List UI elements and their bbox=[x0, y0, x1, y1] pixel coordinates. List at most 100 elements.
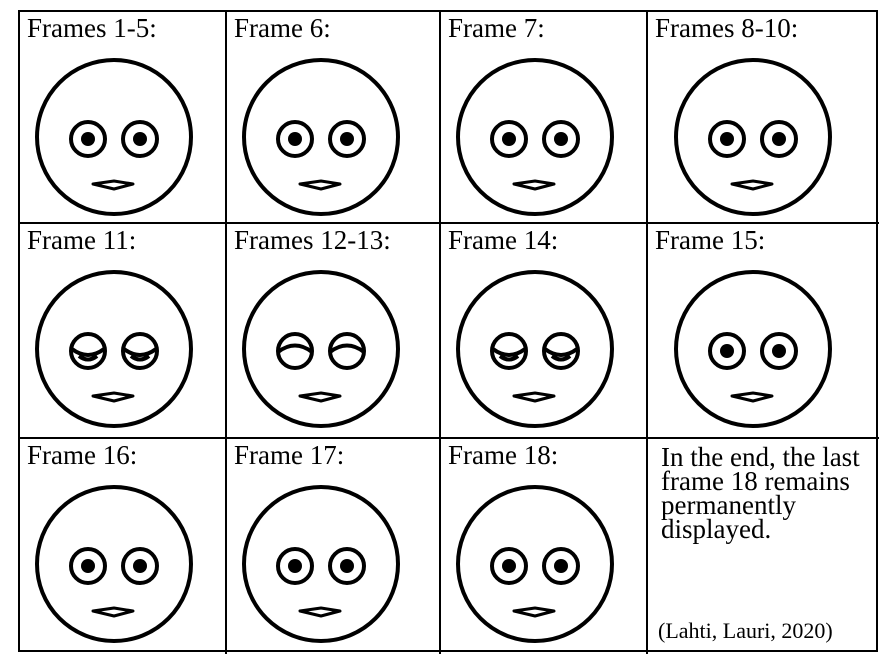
left-eye-icon bbox=[490, 547, 528, 585]
note-cell: In the end, the last frame 18 remains pe… bbox=[648, 439, 879, 654]
mouth bbox=[512, 179, 556, 191]
eyelid bbox=[543, 347, 579, 357]
left-eye-icon bbox=[708, 120, 746, 158]
pupil bbox=[720, 344, 734, 358]
frame-cell: Frame 7: bbox=[441, 12, 648, 224]
face-icon bbox=[456, 270, 614, 428]
mouth bbox=[512, 606, 556, 618]
face-icon bbox=[35, 270, 193, 428]
eyelid bbox=[328, 343, 366, 354]
frame-cell: Frame 11: bbox=[20, 224, 227, 439]
pupil bbox=[720, 132, 734, 146]
right-eye-icon bbox=[542, 120, 580, 158]
face-icon bbox=[242, 58, 400, 216]
right-eye-icon bbox=[121, 547, 159, 585]
right-eye-icon bbox=[542, 332, 580, 370]
head-outline bbox=[456, 485, 614, 643]
frame-label: Frame 15: bbox=[655, 225, 766, 255]
head-outline bbox=[674, 58, 832, 216]
frame-label: Frame 11: bbox=[27, 225, 137, 255]
left-eye-icon bbox=[276, 332, 314, 370]
eye-outline bbox=[490, 332, 528, 370]
pupil bbox=[81, 132, 95, 146]
left-eye-icon bbox=[69, 332, 107, 370]
mouth bbox=[298, 179, 342, 191]
eye-outline bbox=[328, 332, 366, 370]
frame-cell: Frames 12-13: bbox=[227, 224, 441, 439]
pupil bbox=[554, 559, 568, 573]
frame-cell: Frame 18: bbox=[441, 439, 648, 654]
mouth bbox=[730, 179, 774, 191]
frame-cell: Frames 8-10: bbox=[648, 12, 879, 224]
pupil bbox=[340, 559, 354, 573]
left-eye-icon bbox=[69, 547, 107, 585]
frame-cell: Frame 14: bbox=[441, 224, 648, 439]
right-eye-icon bbox=[121, 332, 159, 370]
mouth bbox=[730, 391, 774, 403]
pupil bbox=[81, 559, 95, 573]
pupil bbox=[502, 132, 516, 146]
eyelid bbox=[491, 347, 527, 357]
pupil bbox=[340, 132, 354, 146]
right-eye-icon bbox=[542, 547, 580, 585]
head-outline bbox=[674, 270, 832, 428]
pupil bbox=[133, 132, 147, 146]
pupil-arc bbox=[129, 354, 151, 362]
head-outline bbox=[35, 270, 193, 428]
eye-outline bbox=[69, 332, 107, 370]
frame-label: Frame 16: bbox=[27, 440, 138, 470]
frame-cell: Frame 15: bbox=[648, 224, 879, 439]
frame-cell: Frames 1-5: bbox=[20, 12, 227, 224]
frame-label: Frame 18: bbox=[448, 440, 559, 470]
face-icon bbox=[35, 485, 193, 643]
head-outline bbox=[35, 485, 193, 643]
mouth bbox=[298, 606, 342, 618]
face-icon bbox=[242, 270, 400, 428]
pupil-arc bbox=[498, 354, 520, 362]
face-icon bbox=[456, 58, 614, 216]
head-outline bbox=[456, 270, 614, 428]
frame-cell: Frame 17: bbox=[227, 439, 441, 654]
head-outline bbox=[456, 58, 614, 216]
eyelid bbox=[122, 347, 158, 357]
frame-label: Frame 6: bbox=[234, 13, 331, 43]
mouth bbox=[91, 606, 135, 618]
citation-text: (Lahti, Lauri, 2020) bbox=[658, 618, 833, 643]
pupil bbox=[133, 559, 147, 573]
frame-label: Frame 17: bbox=[234, 440, 345, 470]
pupil-arc bbox=[77, 354, 99, 362]
pupil-arc bbox=[550, 354, 572, 362]
right-eye-icon bbox=[760, 332, 798, 370]
face-icon bbox=[242, 485, 400, 643]
eyelid bbox=[276, 343, 314, 354]
frame-label: Frames 12-13: bbox=[234, 225, 391, 255]
pupil bbox=[502, 559, 516, 573]
frame-label: Frame 14: bbox=[448, 225, 559, 255]
frame-label: Frames 1-5: bbox=[27, 13, 157, 43]
mouth bbox=[298, 391, 342, 403]
right-eye-icon bbox=[760, 120, 798, 158]
eyelid bbox=[70, 347, 106, 357]
right-eye-icon bbox=[328, 332, 366, 370]
face-icon bbox=[674, 270, 832, 428]
eye-outline bbox=[276, 332, 314, 370]
left-eye-icon bbox=[69, 120, 107, 158]
mouth bbox=[512, 391, 556, 403]
face-icon bbox=[35, 58, 193, 216]
head-outline bbox=[242, 485, 400, 643]
pupil bbox=[288, 559, 302, 573]
left-eye-icon bbox=[276, 120, 314, 158]
left-eye-icon bbox=[490, 120, 528, 158]
frame-cell: Frame 16: bbox=[20, 439, 227, 654]
mouth bbox=[91, 391, 135, 403]
frame-table: Frames 1-5: Frame 6: Frame 7: Frames 8-1… bbox=[18, 10, 879, 654]
head-outline bbox=[242, 58, 400, 216]
pupil bbox=[772, 132, 786, 146]
head-outline bbox=[35, 58, 193, 216]
right-eye-icon bbox=[121, 120, 159, 158]
right-eye-icon bbox=[328, 120, 366, 158]
face-icon bbox=[456, 485, 614, 643]
pupil bbox=[554, 132, 568, 146]
left-eye-icon bbox=[708, 332, 746, 370]
pupil bbox=[772, 344, 786, 358]
